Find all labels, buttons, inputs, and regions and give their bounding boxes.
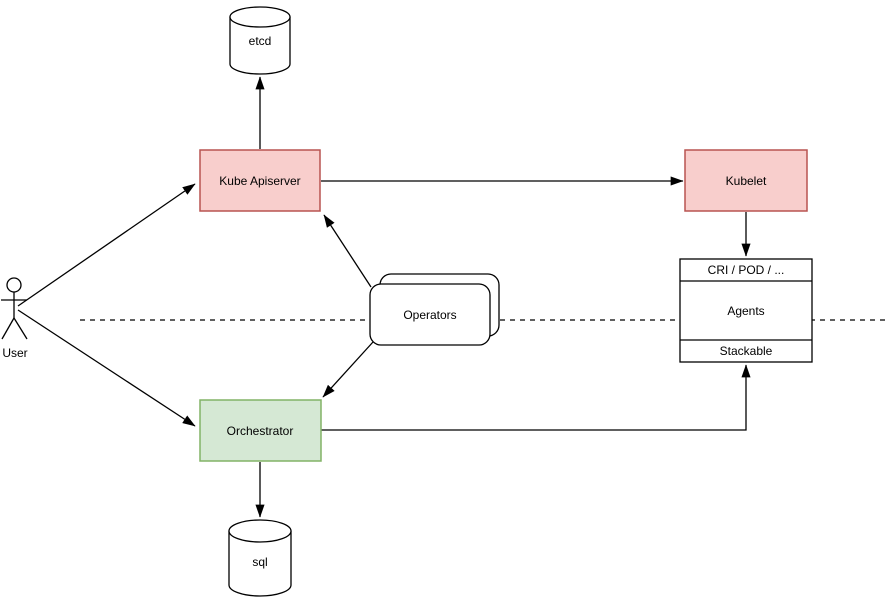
agents-stack-box — [679, 258, 813, 363]
kubelet-box — [684, 149, 808, 212]
etcd-label: etcd — [249, 34, 272, 48]
edge-user-to-orchestrator — [17, 309, 196, 427]
user-actor-head — [6, 277, 22, 293]
kubelet-label: Kubelet — [726, 174, 767, 188]
edge-orchestrator-to-stackable — [321, 364, 751, 431]
kube-apiserver-box — [199, 149, 321, 212]
node-operators[interactable]: Operators — [369, 273, 500, 346]
operators-front-card — [369, 283, 491, 346]
sql-cylinder-top — [228, 519, 292, 543]
edge-user-to-kube-apiserver — [17, 183, 196, 307]
kube-apiserver-label: Kube Apiserver — [219, 174, 300, 188]
agents-stack-footer-label: Stackable — [720, 344, 773, 358]
node-kube-apiserver[interactable]: Kube Apiserver — [199, 149, 321, 212]
sql-label: sql — [252, 555, 267, 569]
node-user[interactable]: User — [1, 277, 28, 360]
agents-stack-header-label: CRI / POD / ... — [708, 263, 785, 277]
edge-operators-to-kube-apiserver — [323, 214, 372, 288]
node-agents-stack[interactable]: CRI / POD / ... Agents Stackable — [679, 258, 813, 363]
node-kubelet[interactable]: Kubelet — [684, 149, 808, 212]
edge-operators-to-orchestrator — [322, 341, 374, 398]
operators-label: Operators — [403, 308, 456, 322]
edges — [17, 76, 751, 518]
sql-cylinder-body — [228, 531, 292, 597]
node-etcd[interactable]: etcd — [229, 6, 291, 75]
orchestrator-box — [199, 399, 322, 462]
user-actor-right-leg — [13, 317, 28, 340]
node-sql[interactable]: sql — [228, 519, 292, 597]
etcd-cylinder-top — [229, 6, 291, 28]
agents-stack-body-label: Agents — [727, 304, 764, 318]
node-orchestrator[interactable]: Orchestrator — [199, 399, 322, 462]
user-label: User — [2, 346, 27, 360]
etcd-cylinder-body — [229, 17, 291, 75]
user-actor-left-leg — [1, 317, 15, 340]
orchestrator-label: Orchestrator — [227, 424, 294, 438]
